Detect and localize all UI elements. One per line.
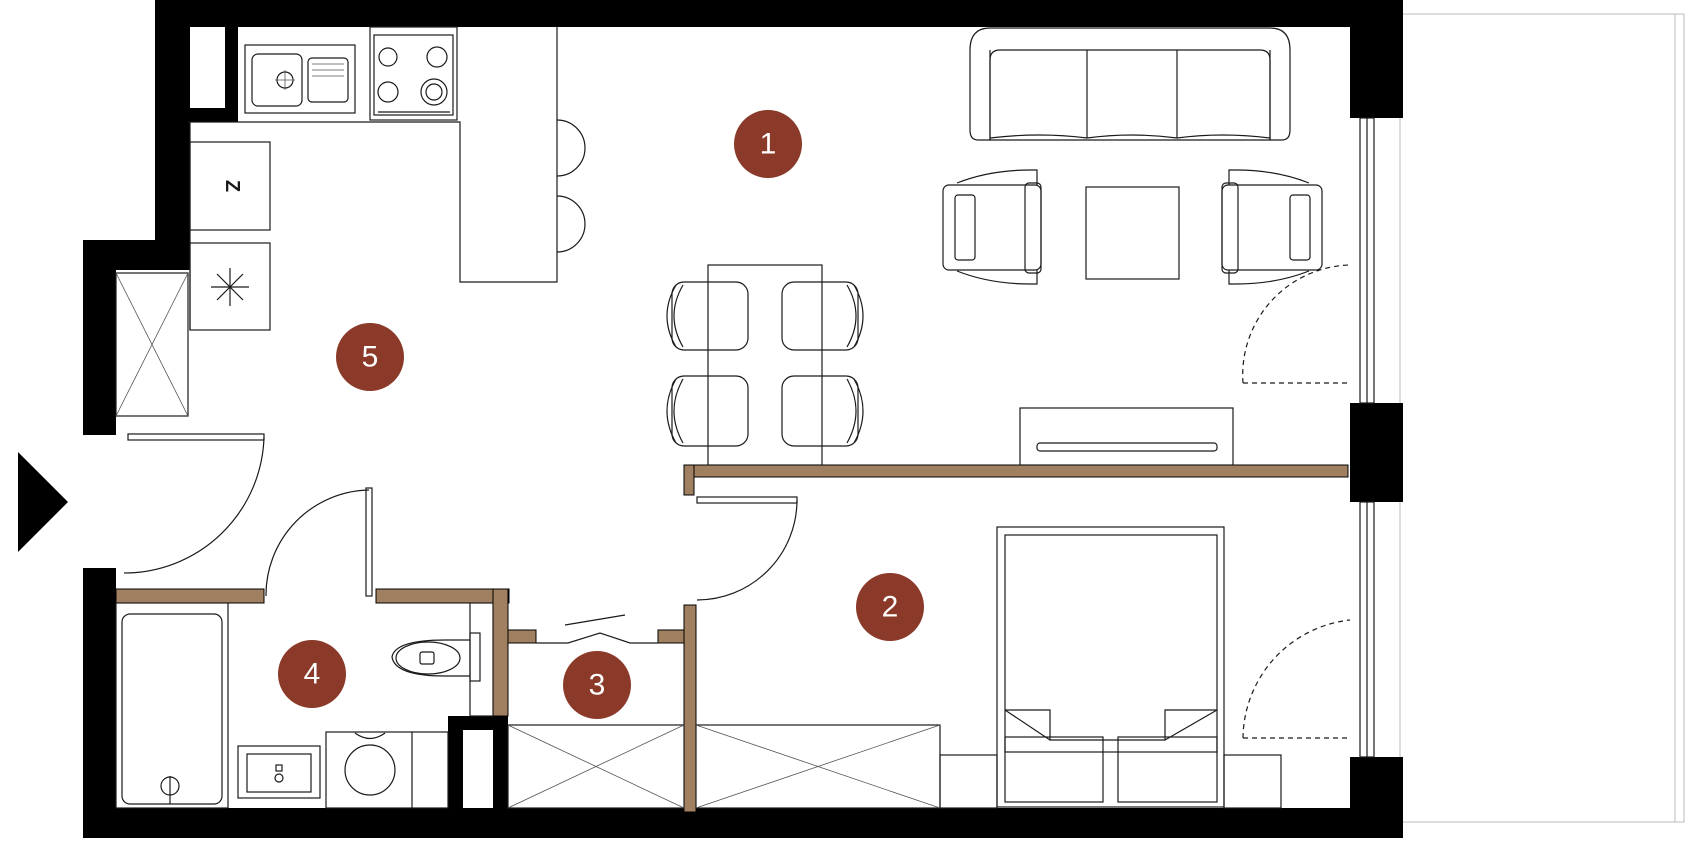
bar-stool [556, 119, 586, 177]
exterior-walls [83, 0, 1403, 838]
room-badge-1: 1 [734, 110, 802, 178]
balcony-door-bedroom[interactable] [1242, 619, 1351, 739]
bathroom-door[interactable] [265, 487, 373, 597]
room-badge-4: 4 [278, 640, 346, 708]
washing-machine-icon [325, 731, 449, 809]
entrance-arrow-icon [18, 452, 68, 552]
bathtub [115, 602, 229, 809]
tv-cabinet [1019, 407, 1234, 466]
closet-wardrobe [507, 724, 685, 809]
dining-chairs [666, 281, 864, 447]
dining-chair [671, 281, 749, 351]
kitchen: Z [188, 26, 586, 331]
room-number: 3 [589, 669, 606, 702]
entry-cabinet [115, 272, 189, 417]
room-badge-3: 3 [563, 651, 631, 719]
balcony-door-living[interactable] [1242, 264, 1351, 384]
room-number: 2 [882, 591, 899, 624]
bed [996, 526, 1225, 808]
snowflake-icon [211, 268, 249, 306]
toilet-icon [391, 602, 494, 717]
bedroom-wardrobe [695, 724, 941, 809]
cooktop-icon [369, 26, 458, 121]
bathroom-sink-icon [237, 745, 321, 799]
armchair-left [942, 169, 1042, 285]
coffee-table [1085, 186, 1180, 280]
closet-sliding-door[interactable] [536, 614, 658, 644]
sofa [969, 27, 1291, 141]
room-badge-5: 5 [336, 323, 404, 391]
entrance-door[interactable] [123, 433, 265, 574]
room-number: 4 [304, 658, 321, 691]
partition-walls [115, 464, 1349, 813]
bar-stool [556, 195, 586, 253]
room-number: 5 [362, 341, 379, 374]
room-badge-2: 2 [856, 573, 924, 641]
dining-chair [781, 375, 859, 447]
windows [1359, 117, 1375, 758]
dining-table [707, 264, 823, 466]
doors [123, 264, 1351, 739]
dining-chair [781, 281, 859, 351]
bedroom-door[interactable] [696, 496, 798, 601]
balcony [1399, 13, 1685, 823]
nightstands [939, 754, 1282, 809]
sink-icon [244, 44, 356, 114]
dishwasher-mark: Z [221, 180, 243, 192]
room-number: 1 [760, 128, 777, 161]
dining-chair [671, 375, 749, 447]
armchair-right [1221, 169, 1323, 285]
